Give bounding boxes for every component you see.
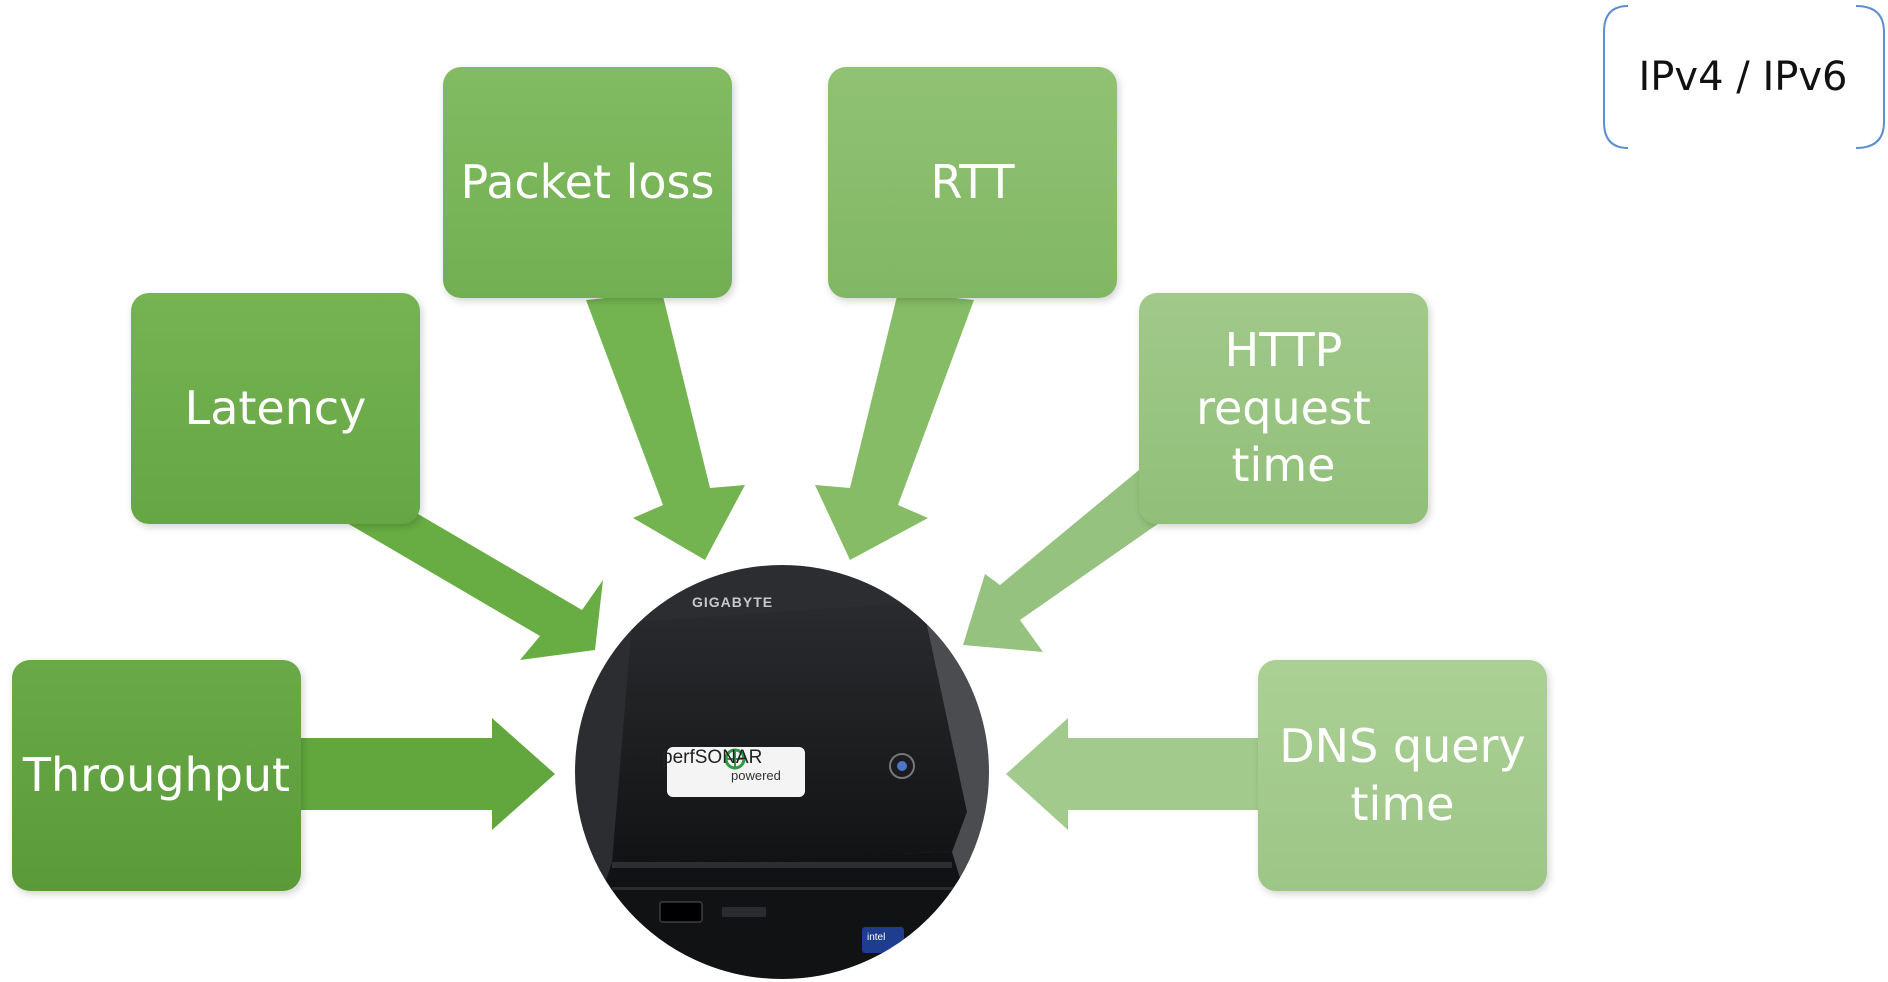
device-photo: [573, 563, 991, 981]
device-brand-label: GIGABYTE: [692, 594, 774, 610]
dns-query-time-label: DNS query time: [1279, 719, 1526, 831]
protocol-label: IPv4 / IPv6: [1638, 54, 1848, 100]
rtt-box: RTT: [828, 67, 1117, 298]
intel-badge: intel: [867, 932, 886, 943]
arrow-latency: [318, 480, 603, 660]
arrow-rtt: [815, 292, 974, 560]
dns-query-time-box: DNS query time: [1258, 660, 1547, 891]
perfsonar-badge-subtext: powered: [731, 768, 781, 783]
http-request-time-box: HTTP request time: [1139, 293, 1428, 524]
packet-loss-label: Packet loss: [460, 154, 715, 209]
throughput-box: Throughput: [12, 660, 301, 891]
packet-loss-box: Packet loss: [443, 67, 732, 298]
protocol-bracket: [1603, 5, 1885, 149]
arrow-http: [963, 470, 1185, 652]
arrow-throughput: [300, 718, 555, 830]
throughput-label: Throughput: [22, 747, 291, 802]
arrow-dns: [1006, 718, 1258, 830]
perfsonar-badge-text: perfSONAR: [662, 747, 763, 768]
rtt-label: RTT: [930, 154, 1015, 209]
latency-label: Latency: [184, 380, 367, 435]
arrow-packet-loss: [586, 292, 745, 560]
http-request-time-label: HTTP request time: [1196, 323, 1371, 493]
latency-box: Latency: [131, 293, 420, 524]
